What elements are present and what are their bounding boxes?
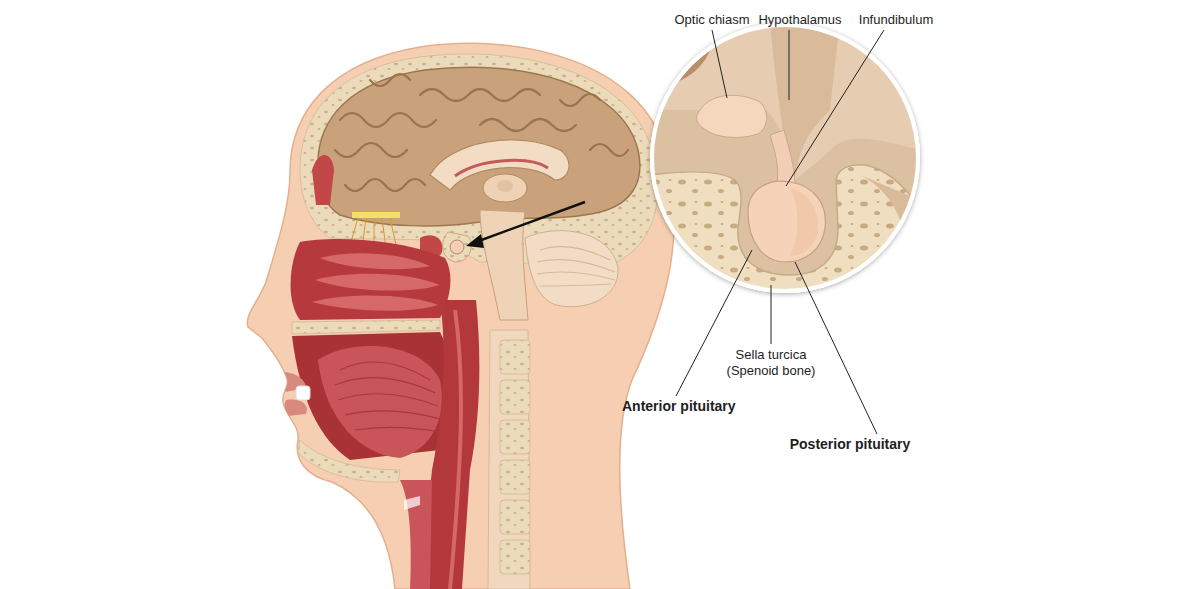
part-label-bold: Posterior pituitary [790, 436, 911, 452]
head-illustration [247, 43, 674, 589]
leader-lines [676, 30, 884, 434]
part-label: Optic chiasm [674, 12, 749, 28]
part-label: Infundibulum [859, 12, 933, 28]
inset-anatomy [650, 20, 920, 300]
part-label: Sella turcica (Spenoid bone) [715, 347, 827, 379]
part-label: Hypothalamus [758, 12, 841, 28]
part-label-bold: Anterior pituitary [622, 398, 736, 414]
